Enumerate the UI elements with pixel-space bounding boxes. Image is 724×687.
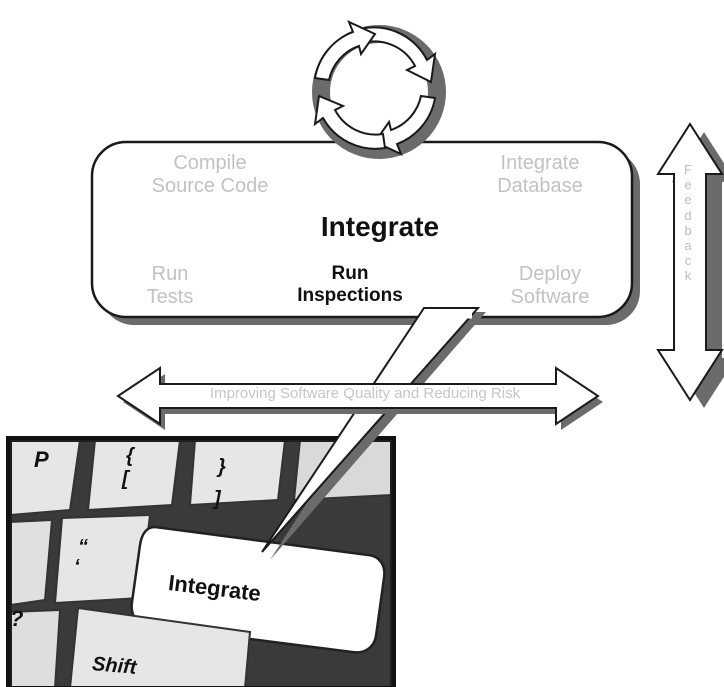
feedback-letter: e — [684, 192, 692, 208]
feedback-letter: d — [684, 207, 692, 223]
callout-pointer — [261, 307, 486, 560]
integrate-panel — [90, 140, 640, 325]
quality-arrow — [116, 366, 603, 430]
key-shift-label: Shift — [91, 653, 138, 679]
key-quote-double-label: “ — [78, 536, 88, 558]
cell-run-inspections-line2: Inspections — [297, 284, 403, 306]
feedback-letter: a — [684, 238, 692, 254]
key-question-label: ? — [10, 606, 24, 631]
key-bracket-close-label: ] — [214, 488, 221, 510]
key-quote-single-label: ‘ — [74, 556, 80, 578]
cell-run-tests: Run Tests — [110, 263, 230, 309]
cell-compile: Compile Source Code — [130, 152, 290, 198]
feedback-letter: e — [684, 177, 692, 193]
key-brace-close-label: } — [218, 456, 226, 478]
cell-deploy-line2: Software — [510, 286, 590, 308]
key-brace-open-label: { — [126, 445, 134, 467]
cell-integrate-database-line2: Database — [497, 175, 583, 197]
quality-band-label: Improving Software Quality and Reducing … — [209, 385, 521, 402]
cell-compile-line2: Source Code — [151, 175, 269, 197]
center-title: Integrate — [320, 211, 440, 242]
integrate-key — [130, 525, 386, 654]
cell-run-inspections-line1: Run — [331, 263, 369, 284]
cell-integrate-database-line1: Integrate — [500, 152, 580, 174]
cell-run-tests-line1: Run — [151, 263, 189, 285]
cell-run-inspections: Run Inspections — [270, 263, 430, 307]
cell-deploy-line1: Deploy — [518, 263, 582, 285]
feedback-letter: F — [684, 162, 692, 177]
cell-compile-line1: Compile — [173, 152, 247, 174]
cycle-arrows-icon — [312, 20, 446, 159]
key-p-label: P — [34, 447, 49, 472]
cell-integrate-database: Integrate Database — [460, 152, 620, 198]
cell-run-tests-line2: Tests — [146, 286, 194, 308]
cell-deploy: Deploy Software — [480, 263, 620, 309]
feedback-letter: k — [684, 268, 692, 284]
feedback-arrow — [656, 122, 724, 408]
key-bracket-open-label: [ — [122, 468, 129, 490]
feedback-letter: b — [684, 222, 692, 238]
feedback-letter: c — [684, 253, 692, 269]
